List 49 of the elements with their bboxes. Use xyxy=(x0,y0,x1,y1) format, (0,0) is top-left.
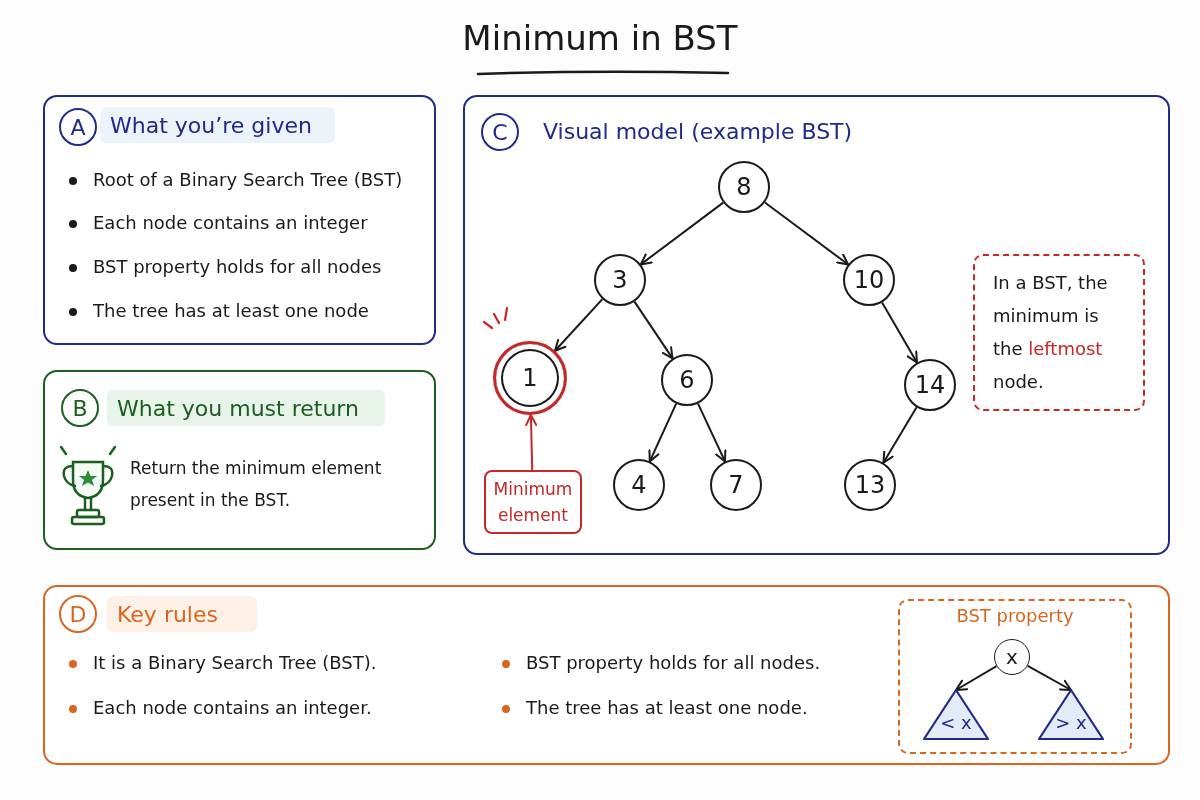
bullet-item: Each node contains an integer xyxy=(67,209,368,237)
bullet-item: The tree has at least one node xyxy=(67,297,369,325)
bullet-item: Root of a Binary Search Tree (BST) xyxy=(67,166,403,194)
subtree-triangle: < x xyxy=(922,688,990,742)
arrow xyxy=(1026,664,1072,691)
callout-label: Minimum element xyxy=(484,470,582,534)
section-letter-badge: A xyxy=(59,108,97,146)
bullet-item: The tree has at least one node. xyxy=(500,694,808,722)
bullet-item: BST property holds for all nodes xyxy=(67,253,382,281)
section-heading: Visual model (example BST) xyxy=(542,117,854,146)
tree-node: 10 xyxy=(843,254,895,306)
tree-node: 1 xyxy=(493,341,567,415)
section-panel xyxy=(43,370,436,550)
subtree-triangle: > x xyxy=(1037,688,1105,742)
tree-node: 7 xyxy=(710,459,762,511)
box-title: BST property xyxy=(955,605,1075,628)
tree-node: 8 xyxy=(718,161,770,213)
tree-node: 13 xyxy=(844,459,896,511)
description-text: Return the minimum element present in the BST. xyxy=(130,457,383,512)
tree-node: 6 xyxy=(661,354,713,406)
arrow xyxy=(955,665,998,691)
arrow xyxy=(763,201,850,266)
arrow xyxy=(639,201,725,266)
section-letter-badge: C xyxy=(481,113,519,151)
section-letter-badge: D xyxy=(59,595,97,633)
arrow xyxy=(554,298,604,352)
arrow xyxy=(697,402,727,463)
section-heading: What you must return xyxy=(107,390,385,426)
title: Minimum in BST xyxy=(461,18,739,58)
dashed-inset-box xyxy=(898,599,1132,754)
tree-node: 3 xyxy=(594,254,646,306)
arrow xyxy=(882,406,918,464)
section-heading: What you’re given xyxy=(100,107,335,143)
section-letter-badge: B xyxy=(61,389,99,427)
bullet-item: It is a Binary Search Tree (BST). xyxy=(67,649,377,677)
section-panel xyxy=(463,95,1170,555)
arrow xyxy=(881,301,918,364)
bullet-item: Each node contains an integer. xyxy=(67,694,372,722)
arrow xyxy=(648,402,678,463)
tree-node: x xyxy=(994,639,1030,675)
bullet-item: BST property holds for all nodes. xyxy=(500,649,821,677)
tree-node: 4 xyxy=(613,459,665,511)
note-text: In a BST, the minimum is the leftmost node. xyxy=(973,254,1145,411)
section-panel xyxy=(43,95,436,345)
section-heading: Key rules xyxy=(107,596,257,632)
tree-node: 14 xyxy=(904,359,956,411)
arrow xyxy=(525,414,538,471)
arrow xyxy=(633,300,674,360)
section-panel xyxy=(43,585,1170,765)
